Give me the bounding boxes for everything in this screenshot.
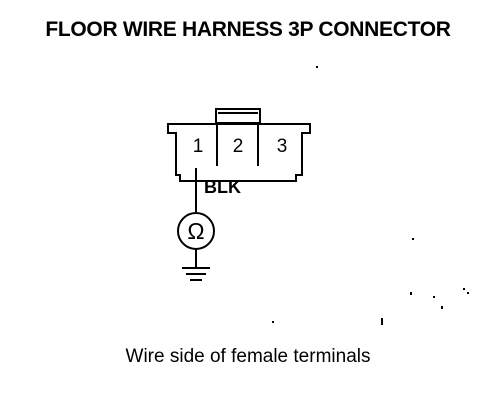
ohm-symbol-icon: Ω bbox=[187, 218, 204, 244]
terminal-1-label: 1 bbox=[193, 136, 204, 157]
connector-housing bbox=[167, 123, 311, 182]
ground-icon bbox=[182, 267, 210, 281]
terminal-2-label: 2 bbox=[233, 136, 244, 157]
diagram-caption: Wire side of female terminals bbox=[125, 346, 371, 367]
connector-lock-tab bbox=[215, 108, 261, 124]
wire-color-label: BLK bbox=[204, 177, 241, 197]
scan-noise bbox=[272, 66, 469, 325]
terminal-3-label: 3 bbox=[277, 136, 288, 157]
diagram-title: FLOOR WIRE HARNESS 3P CONNECTOR bbox=[45, 18, 451, 41]
